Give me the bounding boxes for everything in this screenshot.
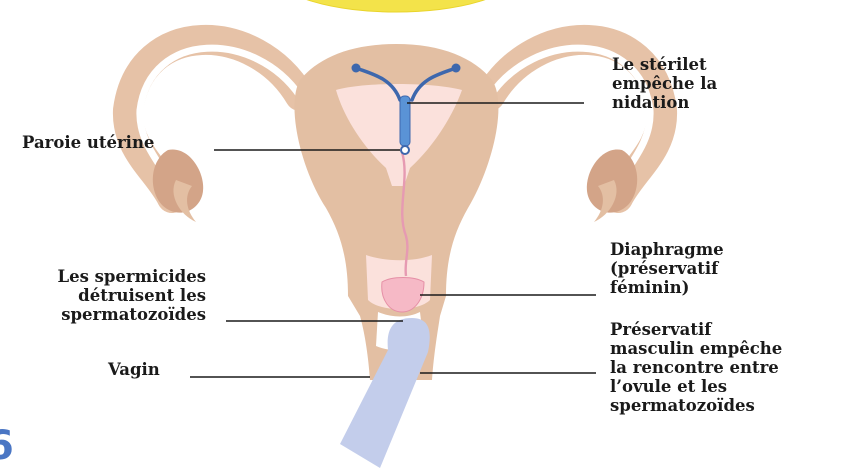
sun-shape <box>278 0 514 12</box>
label-diaphragm: Diaphragme (préservatif féminin) <box>610 240 724 297</box>
corner-mark: 6 <box>0 424 14 468</box>
label-vagina: Vagin <box>108 360 160 379</box>
label-uterine-wall: Paroie utérine <box>22 133 154 152</box>
label-iud: Le stérilet empêche la nidation <box>612 55 717 112</box>
label-male-condom: Préservatif masculin empêche la rencontr… <box>610 320 782 415</box>
label-spermicides: Les spermicides détruisent les spermatoz… <box>6 267 206 324</box>
